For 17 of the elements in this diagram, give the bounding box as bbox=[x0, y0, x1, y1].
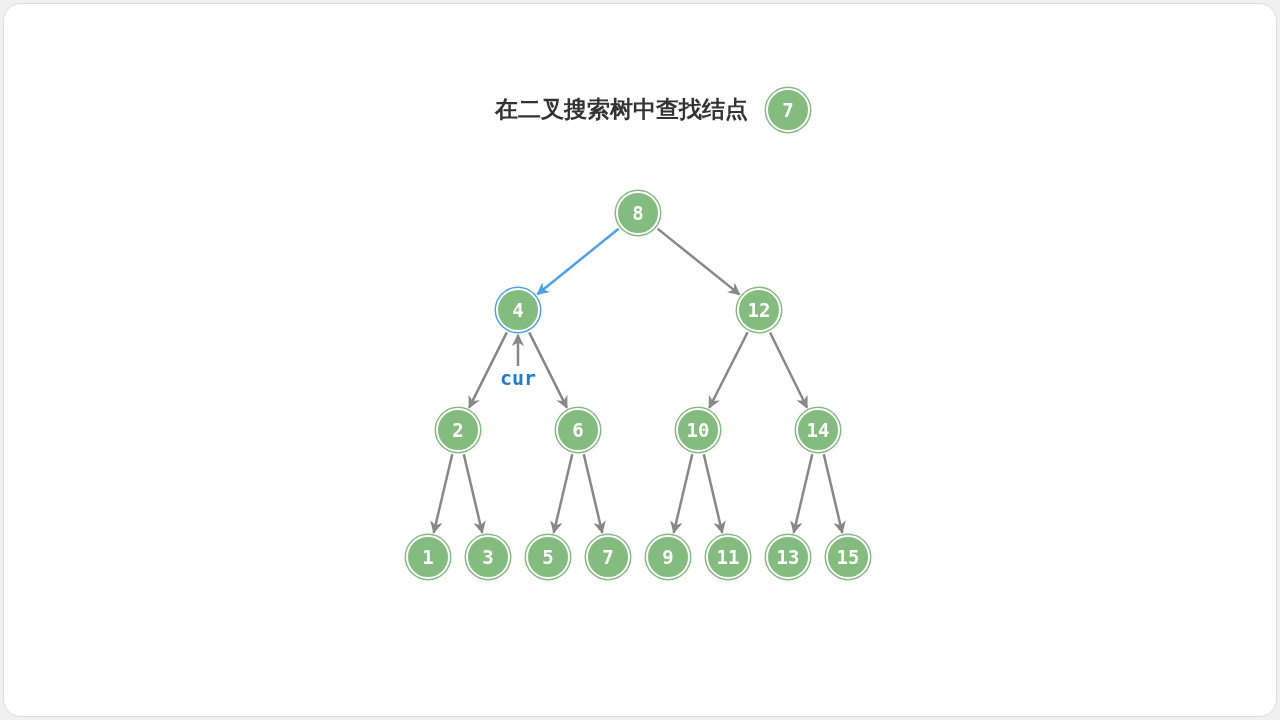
arrow bbox=[670, 454, 694, 534]
pointer-label: cur bbox=[500, 366, 537, 390]
arrow bbox=[702, 454, 726, 534]
title: 在二叉搜索树中查找结点 bbox=[495, 95, 748, 124]
arrow bbox=[528, 331, 568, 409]
arrow bbox=[550, 454, 574, 534]
arrow bbox=[536, 227, 620, 296]
arrow bbox=[656, 227, 741, 296]
arrow bbox=[708, 331, 749, 409]
arrow bbox=[582, 454, 606, 534]
arrow bbox=[822, 454, 846, 534]
arrow bbox=[790, 454, 814, 534]
arrow bbox=[768, 331, 809, 409]
pointer-arrow bbox=[511, 333, 525, 366]
arrow bbox=[468, 331, 508, 409]
arrow bbox=[462, 454, 486, 534]
arrow bbox=[430, 454, 454, 534]
